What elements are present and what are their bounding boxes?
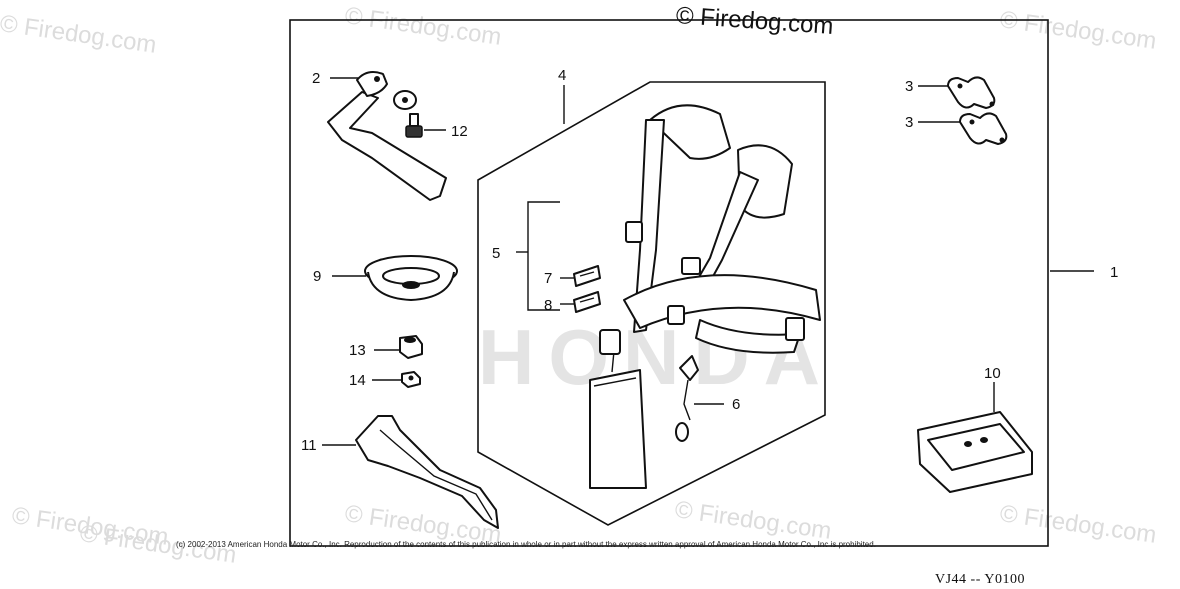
cover (917, 411, 1033, 493)
callout-3: 3 (905, 78, 913, 95)
harness (589, 104, 821, 489)
wrench (355, 415, 499, 529)
harness-box (477, 81, 826, 526)
kit-frame (289, 19, 1049, 547)
callout-14: 14 (349, 372, 366, 389)
tag (573, 265, 601, 287)
callout-2: 2 (312, 70, 320, 87)
nut (399, 335, 423, 359)
callout-12: 12 (451, 123, 468, 140)
callout-7: 7 (544, 270, 552, 287)
small-nut (401, 371, 421, 388)
clamp (959, 112, 1008, 145)
tag (573, 291, 601, 313)
callout-5: 5 (492, 245, 500, 262)
handle-bracket (327, 71, 447, 201)
figure-code: VJ44 -- Y0100 (935, 572, 1025, 587)
clamp (947, 76, 996, 109)
hook-clip (675, 355, 699, 442)
callout-6: 6 (732, 396, 740, 413)
callout-3: 3 (905, 114, 913, 131)
callout-11: 11 (301, 437, 317, 454)
callout-1: 1 (1110, 264, 1118, 281)
callout-13: 13 (349, 342, 366, 359)
callout-10: 10 (984, 365, 1001, 382)
copyright-notice: (c) 2002-2013 American Honda Motor Co., … (176, 540, 876, 549)
callout-4: 4 (558, 67, 566, 84)
brand-watermark: HONDA (478, 313, 834, 401)
cup (364, 255, 458, 301)
bolt (405, 113, 423, 138)
callout-8: 8 (544, 297, 552, 314)
callout-9: 9 (313, 268, 321, 285)
